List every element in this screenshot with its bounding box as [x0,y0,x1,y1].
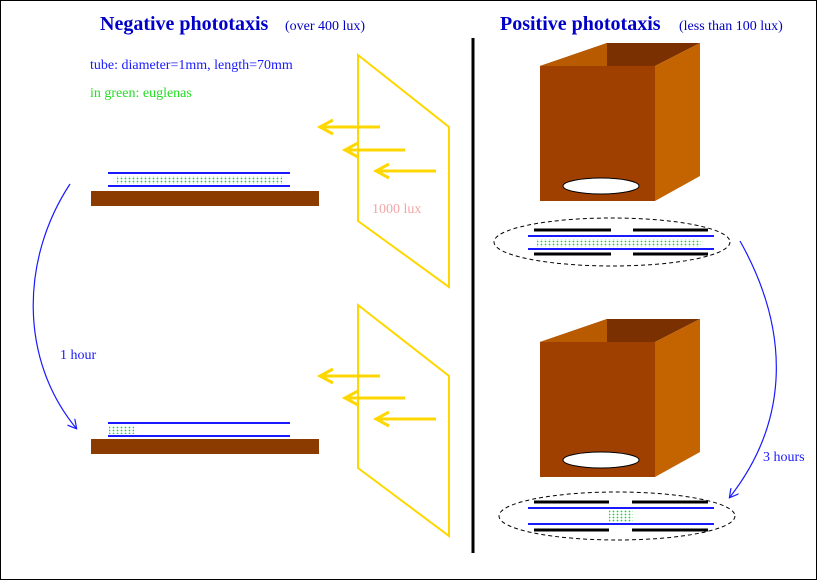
negative-top-setup [91,172,319,206]
light-ray-4-head [316,367,334,385]
plate-bottom [91,439,319,454]
euglenas-pos-gathered [609,510,633,522]
light-ray-3-head [372,162,390,180]
dark-box-bottom [540,319,700,477]
euglena-legend-note: in green: euglenas [90,86,192,101]
box-bottom-inner [540,319,607,342]
time-arrow-3-hours [730,240,777,497]
positive-bottom-tube-inset [498,491,736,541]
time-label-1-hour: 1 hour [60,348,97,363]
time-arrow-1-hour [32,183,76,428]
light-panel-bottom [316,302,450,538]
plate-top [91,191,319,206]
positive-condition: (less than 100 lux) [679,19,783,34]
box-bottom-hole [562,451,640,469]
inset-bottom-ellipse [498,491,736,541]
light-ray-6-head [372,410,390,428]
negative-condition: (over 400 lux) [285,19,366,34]
light-plane-bottom [357,302,450,538]
light-ray-2-head [341,141,359,159]
euglenas-spread [117,176,282,184]
positive-top-tube-inset [493,217,731,267]
light-plane-top [357,52,450,289]
box-top-inner [540,43,607,66]
dark-box-top [540,43,700,201]
negative-bottom-setup [91,422,319,454]
euglenas-gathered-dark-end [109,426,134,434]
light-intensity-label: 1000 lux [372,202,422,217]
negative-title: Negative phototaxis [100,13,269,35]
euglenas-pos-spread [537,239,701,247]
box-top-side [655,43,700,201]
inset-top-ellipse [493,217,731,267]
box-top-hole [562,177,640,195]
light-ray-5-head [341,389,359,407]
light-panel-top [316,52,450,289]
positive-title: Positive phototaxis [500,13,661,35]
time-label-3-hours: 3 hours [763,450,805,465]
tube-dimensions-note: tube: diameter=1mm, length=70mm [90,58,293,73]
box-bottom-side [655,319,700,477]
light-ray-1-head [316,118,334,136]
